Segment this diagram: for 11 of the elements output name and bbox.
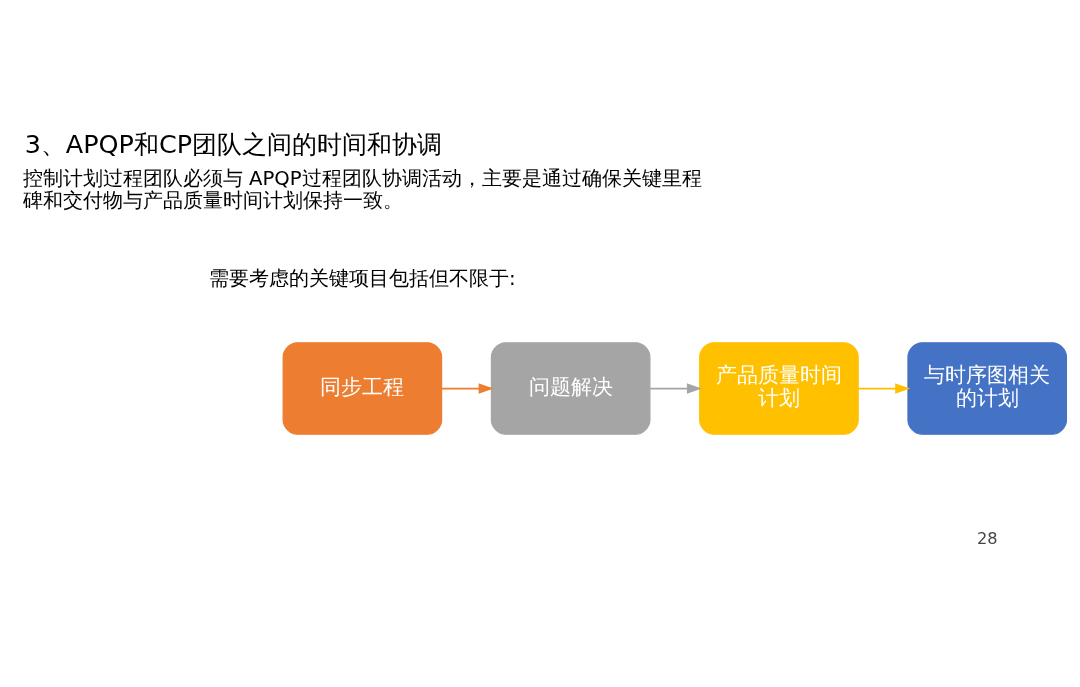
- node-box: 与时序图相关的计划: [907, 341, 1068, 435]
- label: 28: [976, 528, 998, 548]
- node-box: 问题解决: [490, 341, 651, 435]
- label: 控制计划过程团队必须与 APQP过程团队协调活动，主要是通过确保关键里程碑和交付物与产品质量时间计划保持一致。: [22, 166, 702, 212]
- arrow: [857, 382, 911, 394]
- node-box: 同步工程: [282, 341, 443, 435]
- arrow: [440, 382, 494, 394]
- label: 需要考虑的关键项目包括但不限于:: [209, 266, 516, 290]
- node-box: 产品质量时间计划: [699, 341, 859, 435]
- diagram-title: 3、APQP和CP团队之间的时间和协调: [24, 128, 443, 159]
- arrow: [649, 382, 702, 394]
